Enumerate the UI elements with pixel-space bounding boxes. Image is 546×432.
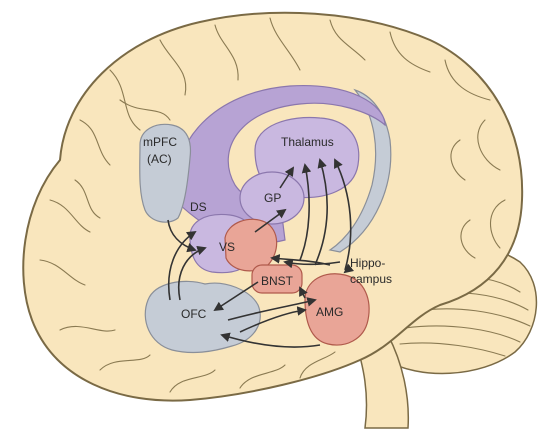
connection-arrows [167,158,354,348]
label-hippo-2: campus [350,272,392,286]
amg-region [304,273,370,346]
dorsal-striatum-region [174,84,386,244]
label-mpfc: mPFC [143,135,177,149]
label-ds: DS [190,200,207,214]
label-gp: GP [264,191,281,205]
hippocampus-region [328,88,392,253]
vs-region [224,218,278,272]
cortical-folds [39,17,506,393]
region-labels: mPFC (AC) Thalamus GP DS VS BNST Hippo- … [143,135,392,321]
label-hippo-1: Hippo- [350,256,385,270]
label-thalamus: Thalamus [281,135,334,149]
mpfc-region [139,123,192,223]
label-amg: AMG [316,305,343,319]
bnst-region [251,264,303,294]
label-ac: (AC) [147,152,172,166]
label-ofc: OFC [181,307,207,321]
label-bnst: BNST [261,274,294,288]
label-vs: VS [219,240,235,254]
gp-region [239,171,305,225]
